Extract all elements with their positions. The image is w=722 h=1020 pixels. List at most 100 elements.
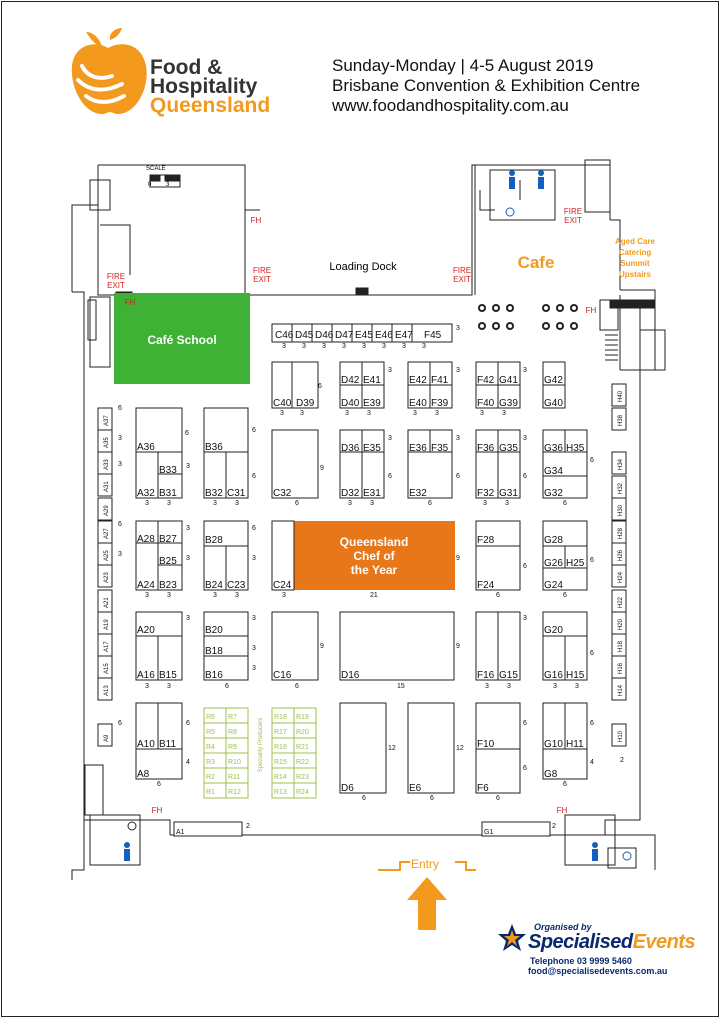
dimension-marker: 3 — [186, 555, 190, 562]
booth-label-e40: E40 — [409, 398, 427, 409]
booth-f45[interactable] — [411, 323, 453, 343]
booth-label-h11: H11 — [566, 739, 584, 750]
entry-label: Entry — [411, 857, 439, 871]
dimension-marker: 2 — [246, 823, 250, 830]
booth-a1[interactable] — [173, 821, 243, 837]
booth-c24[interactable] — [271, 520, 295, 591]
booth-b15[interactable] — [157, 635, 183, 681]
side-booth-h10[interactable] — [611, 723, 627, 747]
booth-f6[interactable] — [475, 748, 521, 794]
booth-g8[interactable] — [542, 748, 588, 780]
booth-d39[interactable] — [291, 361, 319, 409]
booth-f10[interactable] — [475, 702, 521, 750]
side-booth-label-h20: H20 — [618, 618, 624, 630]
booth-h15[interactable] — [564, 635, 588, 681]
organiser-email[interactable]: food@specialisedevents.com.au — [528, 966, 668, 976]
specialty-booth-label-r21: R21 — [296, 744, 309, 751]
chef-of-year-area[interactable] — [294, 521, 455, 590]
booth-g32[interactable] — [542, 475, 588, 499]
booth-label-g26: G26 — [544, 558, 563, 569]
booth-c31[interactable] — [225, 451, 249, 499]
booth-g34[interactable] — [542, 451, 588, 477]
side-booth-h34[interactable] — [611, 451, 627, 475]
booth-f39[interactable] — [429, 384, 453, 409]
side-booth-a9[interactable] — [97, 723, 113, 747]
booth-g40[interactable] — [542, 384, 566, 409]
side-booth-label-h38: H38 — [618, 414, 624, 426]
booth-b16[interactable] — [203, 655, 249, 681]
booth-e31[interactable] — [361, 451, 385, 499]
event-venue: Brisbane Convention & Exhibition Centre — [332, 76, 641, 95]
booth-g15[interactable] — [497, 611, 521, 681]
dimension-marker: 6 — [318, 383, 322, 390]
side-booth-label-a25: A25 — [104, 550, 110, 561]
female-toilet-body-icon — [538, 177, 544, 189]
chef-label-3: the Year — [351, 563, 398, 577]
booth-b31[interactable] — [157, 473, 183, 499]
booth-g39[interactable] — [497, 384, 521, 409]
cafe-school-area[interactable] — [114, 293, 250, 384]
booth-c23[interactable] — [225, 545, 249, 591]
dimension-marker: 3 — [413, 410, 417, 417]
booth-c32[interactable] — [271, 429, 319, 499]
booth-g1[interactable] — [481, 821, 551, 837]
booth-e32[interactable] — [407, 451, 453, 499]
event-url[interactable]: www.foodandhospitality.com.au — [332, 96, 569, 115]
dimension-marker: 12 — [388, 745, 396, 752]
booth-e6[interactable] — [407, 702, 455, 794]
booth-g31[interactable] — [497, 451, 521, 499]
booth-b23[interactable] — [157, 564, 183, 591]
entry-arrow-icon — [407, 877, 447, 930]
dimension-marker: 3 — [342, 343, 346, 350]
booth-d16[interactable] — [339, 611, 455, 681]
side-booth-a29[interactable] — [97, 497, 113, 521]
dimension-marker: 3 — [252, 615, 256, 622]
chef-label-1: Queensland — [340, 535, 409, 549]
dimension-marker: 3 — [235, 592, 239, 599]
booth-g20[interactable] — [542, 611, 588, 637]
booth-b11[interactable] — [157, 702, 183, 750]
booth-label-f39: F39 — [431, 398, 449, 409]
booth-b20[interactable] — [203, 611, 249, 637]
side-booth-label-a19: A19 — [104, 619, 110, 630]
specialty-booth-r12[interactable] — [225, 782, 249, 799]
side-booth-h40[interactable] — [611, 383, 627, 407]
dimension-marker: 3 — [322, 343, 326, 350]
side-booth-h14[interactable] — [611, 677, 627, 701]
male-toilet-icon — [509, 170, 515, 176]
loading-dock-label: Loading Dock — [329, 261, 397, 273]
specialty-booth-r24[interactable] — [293, 782, 317, 799]
side-booth-h30[interactable] — [611, 497, 627, 521]
booth-e39[interactable] — [361, 384, 385, 409]
booth-f24[interactable] — [475, 545, 521, 591]
fire-exit-3b: EXIT — [453, 275, 471, 284]
chef-label-2: Chef of — [353, 549, 395, 563]
dimension-marker: 3 — [235, 500, 239, 507]
booth-b36[interactable] — [203, 407, 249, 453]
dimension-marker: 6 — [523, 765, 527, 772]
dimension-marker: 3 — [118, 461, 122, 468]
booth-c16[interactable] — [271, 611, 319, 681]
booth-label-h15: H15 — [566, 670, 585, 681]
booth-g28[interactable] — [542, 520, 588, 547]
booth-a36[interactable] — [135, 407, 183, 453]
booth-a8[interactable] — [135, 748, 183, 780]
side-booth-a13[interactable] — [97, 677, 113, 701]
organised-by: Organised by — [534, 922, 592, 932]
side-booth-h38[interactable] — [611, 407, 627, 431]
booth-g24[interactable] — [542, 567, 588, 591]
side-booth-label-a29: A29 — [104, 505, 110, 516]
booth-a20[interactable] — [135, 611, 183, 637]
booth-label-f28: F28 — [477, 535, 495, 546]
side-booth-a23[interactable] — [97, 564, 113, 588]
side-booth-label-a13: A13 — [104, 685, 110, 696]
organiser-telephone[interactable]: Telephone 03 9999 5460 — [530, 956, 632, 966]
side-booth-h24[interactable] — [611, 564, 627, 588]
organiser-name-a: Specialised — [528, 931, 633, 953]
side-booth-a31[interactable] — [97, 473, 113, 497]
dimension-marker: 4 — [186, 759, 190, 766]
booth-label-a16: A16 — [137, 670, 155, 681]
booth-f28[interactable] — [475, 520, 521, 547]
booth-label-d32: D32 — [341, 488, 360, 499]
booth-d6[interactable] — [339, 702, 387, 794]
